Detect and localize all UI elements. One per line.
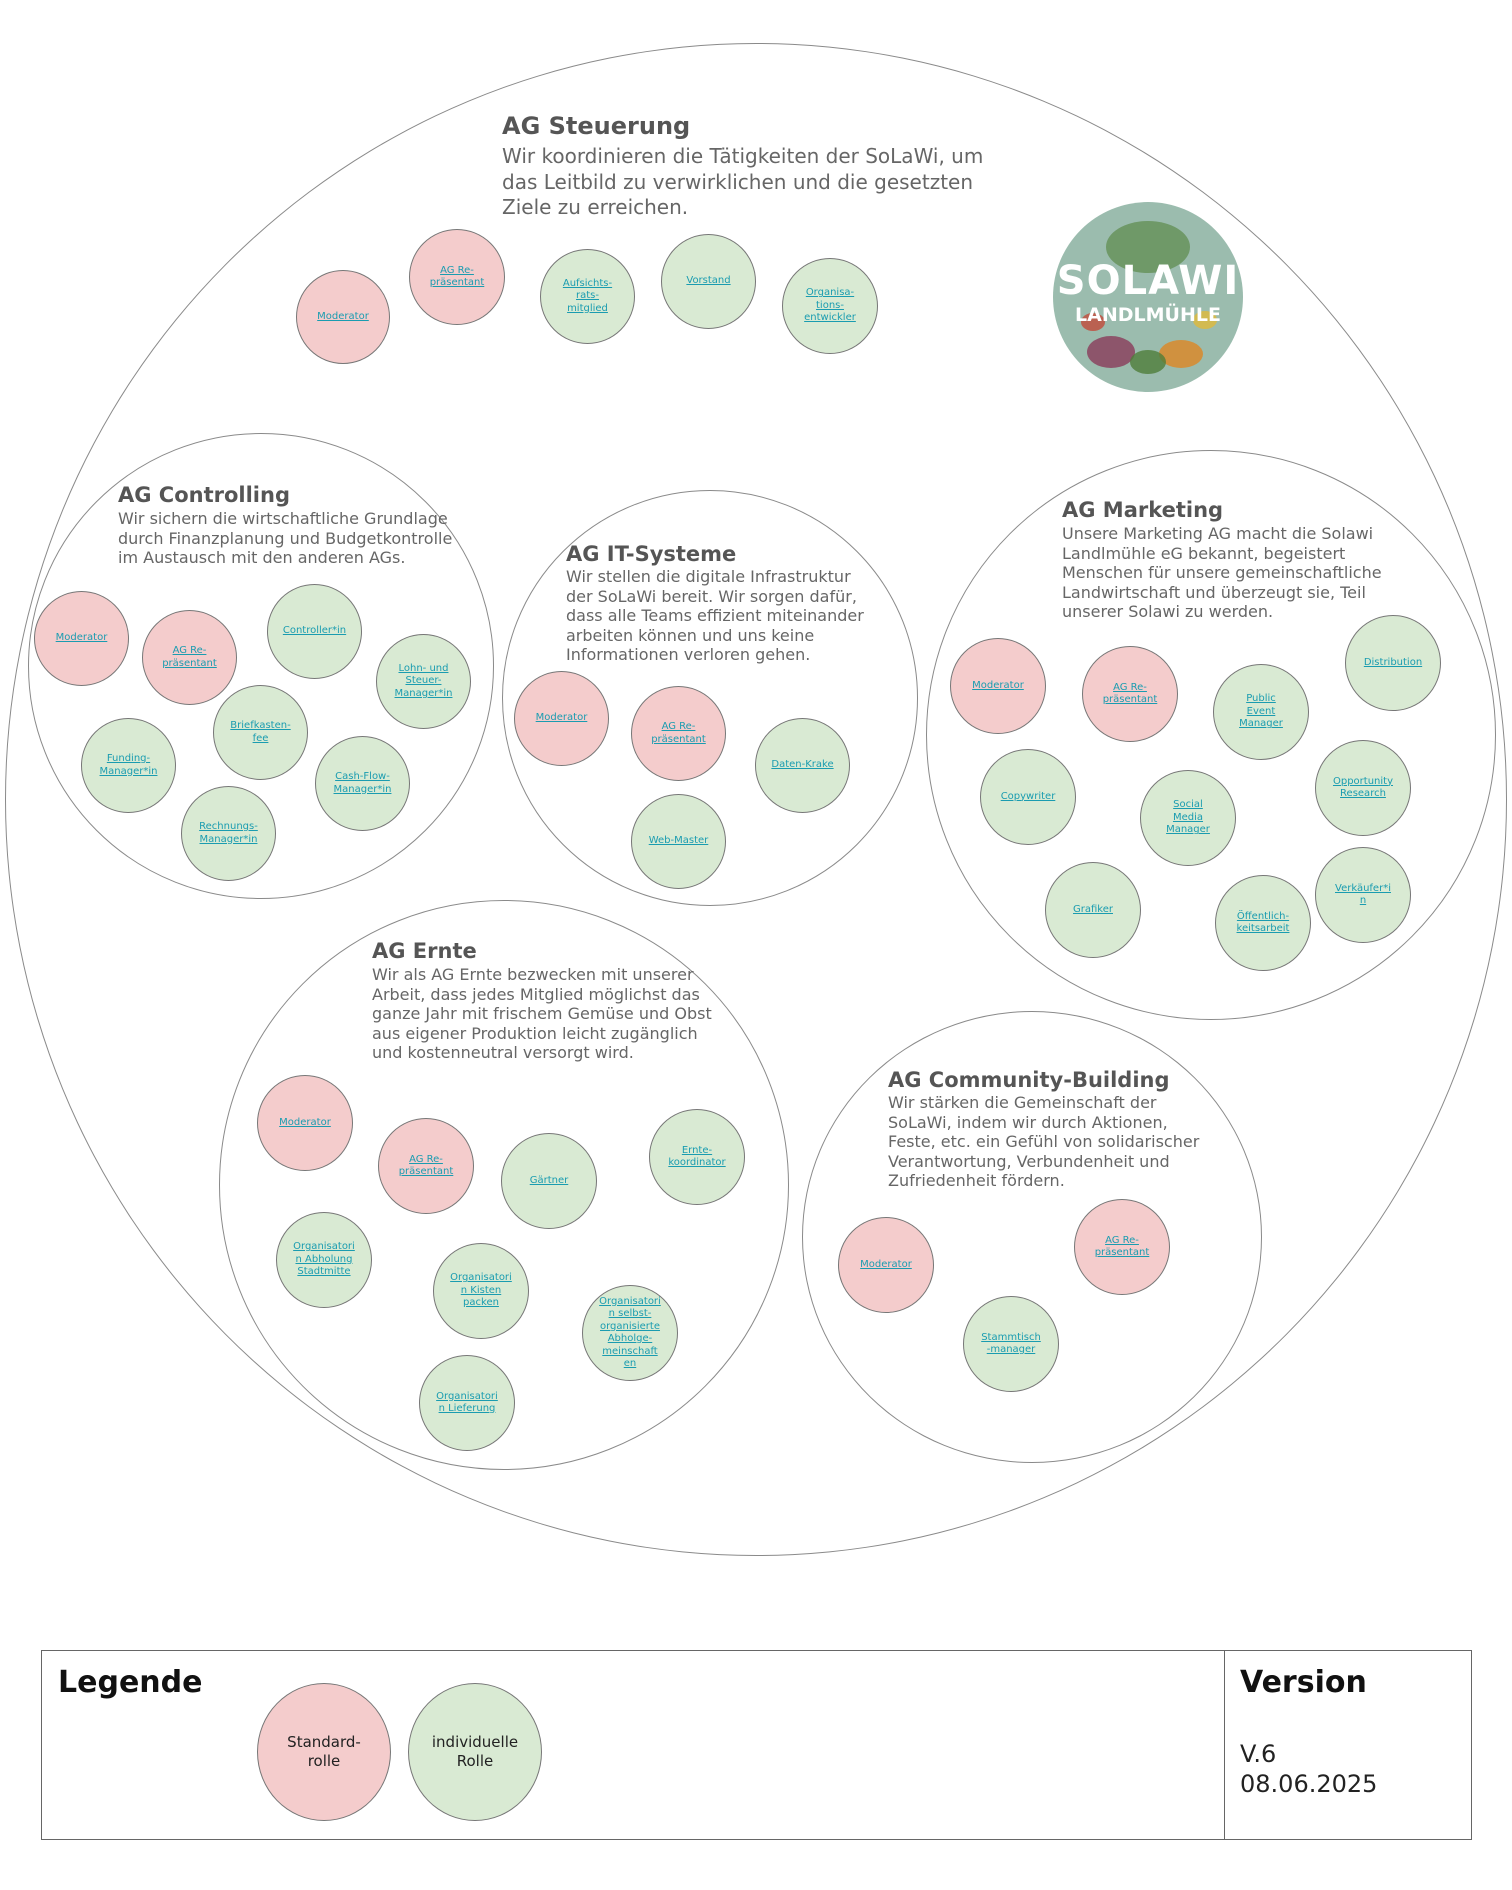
controlling-role-controller[interactable]: Controller*in xyxy=(267,584,362,679)
legend-divider xyxy=(1224,1650,1225,1840)
marketing-role-oeffentlichkeitsarbeit[interactable]: Öffentlich- keitsarbeit xyxy=(1215,875,1311,971)
steuerung-role-moderator[interactable]: Moderator xyxy=(296,270,390,364)
ernte-role-organisatorin-abholung-stadtmitte[interactable]: Organisatori n Abholung Stadtmitte xyxy=(276,1212,372,1308)
controlling-title: AG Controlling xyxy=(118,483,290,507)
version-date: 08.06.2025 xyxy=(1240,1770,1378,1798)
marketing-circle xyxy=(926,450,1496,1020)
controlling-role-funding-manager[interactable]: Funding- Manager*in xyxy=(81,718,176,813)
vegetables-illustration xyxy=(1081,221,1217,374)
marketing-role-moderator[interactable]: Moderator xyxy=(950,638,1046,734)
it-title: AG IT-Systeme xyxy=(566,542,737,566)
it-role-web-master[interactable]: Web-Master xyxy=(631,794,726,889)
community-role-moderator[interactable]: Moderator xyxy=(838,1217,934,1313)
legend-individual-role: individuelle Rolle xyxy=(408,1683,542,1821)
ernte-role-erntekoordinator[interactable]: Ernte- koordinator xyxy=(649,1109,745,1205)
marketing-title: AG Marketing xyxy=(1062,498,1224,522)
controlling-role-lohn-steuer-manager[interactable]: Lohn- und Steuer- Manager*in xyxy=(376,634,471,729)
community-role-ag-repraesentant[interactable]: AG Re- präsentant xyxy=(1074,1199,1170,1295)
marketing-role-opportunity-research[interactable]: Opportunity Research xyxy=(1315,740,1411,836)
logo-text-landlmuehle: LANDLMÜHLE xyxy=(1075,304,1221,326)
solawi-logo: SOLAWI LANDLMÜHLE xyxy=(1053,202,1243,392)
it-description: Wir stellen die digitale Infrastruktur d… xyxy=(566,567,864,665)
steuerung-role-organisationsentwickler[interactable]: Organisa- tions- entwickler xyxy=(782,258,878,354)
it-circle xyxy=(502,490,918,906)
marketing-role-ag-repraesentant[interactable]: AG Re- präsentant xyxy=(1082,646,1178,742)
marketing-description: Unsere Marketing AG macht die Solawi Lan… xyxy=(1062,524,1382,622)
version-title: Version xyxy=(1240,1665,1367,1700)
marketing-role-social-media-manager[interactable]: Social Media Manager xyxy=(1140,770,1236,866)
legend-title: Legende xyxy=(58,1665,203,1700)
community-title: AG Community-Building xyxy=(888,1068,1170,1092)
marketing-role-verkaeufer[interactable]: Verkäufer*i n xyxy=(1315,847,1411,943)
ernte-role-gaertner[interactable]: Gärtner xyxy=(501,1133,597,1229)
steuerung-role-aufsichtsratsmitglied[interactable]: Aufsichts- rats- mitglied xyxy=(540,249,635,344)
ernte-role-organisatorin-lieferung[interactable]: Organisatori n Lieferung xyxy=(419,1355,515,1451)
ernte-role-ag-repraesentant[interactable]: AG Re- präsentant xyxy=(378,1118,474,1214)
marketing-role-copywriter[interactable]: Copywriter xyxy=(980,749,1076,845)
ernte-title: AG Ernte xyxy=(372,939,477,963)
it-role-ag-repraesentant[interactable]: AG Re- präsentant xyxy=(631,686,726,781)
it-role-daten-krake[interactable]: Daten-Krake xyxy=(755,718,850,813)
steuerung-role-ag-repraesentant[interactable]: AG Re- präsentant xyxy=(409,229,505,325)
legend-box xyxy=(41,1650,1472,1840)
community-circle xyxy=(802,1011,1262,1463)
controlling-role-moderator[interactable]: Moderator xyxy=(34,591,129,686)
controlling-role-ag-repraesentant[interactable]: AG Re- präsentant xyxy=(142,610,237,705)
ernte-role-organisatorin-selbstorganisierte-abholgemeinschaften[interactable]: Organisatori n selbst- organisierte Abho… xyxy=(582,1285,678,1381)
legend-standard-role: Standard- rolle xyxy=(257,1683,391,1821)
controlling-role-rechnungs-manager[interactable]: Rechnungs- Manager*in xyxy=(181,786,276,881)
marketing-role-distribution[interactable]: Distribution xyxy=(1345,615,1441,711)
steuerung-title: AG Steuerung xyxy=(502,112,691,140)
version-number: V.6 xyxy=(1240,1740,1277,1768)
controlling-circle xyxy=(28,433,494,899)
marketing-role-grafiker[interactable]: Grafiker xyxy=(1045,862,1141,958)
logo-text-solawi: SOLAWI xyxy=(1056,258,1240,304)
marketing-role-public-event-manager[interactable]: Public Event Manager xyxy=(1213,664,1309,760)
ernte-circle xyxy=(219,900,789,1470)
controlling-description: Wir sichern die wirtschaftliche Grundlag… xyxy=(118,509,453,568)
ernte-description: Wir als AG Ernte bezwecken mit unserer A… xyxy=(372,965,712,1063)
outer-circle xyxy=(5,43,1507,1556)
ernte-role-moderator[interactable]: Moderator xyxy=(257,1075,353,1171)
controlling-role-cash-flow-manager[interactable]: Cash-Flow- Manager*in xyxy=(315,736,410,831)
steuerung-role-vorstand[interactable]: Vorstand xyxy=(661,234,756,329)
community-description: Wir stärken die Gemeinschaft der SoLaWi,… xyxy=(888,1093,1200,1191)
controlling-role-briefkastenfee[interactable]: Briefkasten- fee xyxy=(213,685,308,780)
community-role-stammtisch-manager[interactable]: Stammtisch -manager xyxy=(963,1296,1059,1392)
it-role-moderator[interactable]: Moderator xyxy=(514,671,609,766)
steuerung-description: Wir koordinieren die Tätigkeiten der SoL… xyxy=(502,144,984,220)
ernte-role-organisatorin-kisten-packen[interactable]: Organisatori n Kisten packen xyxy=(433,1243,529,1339)
